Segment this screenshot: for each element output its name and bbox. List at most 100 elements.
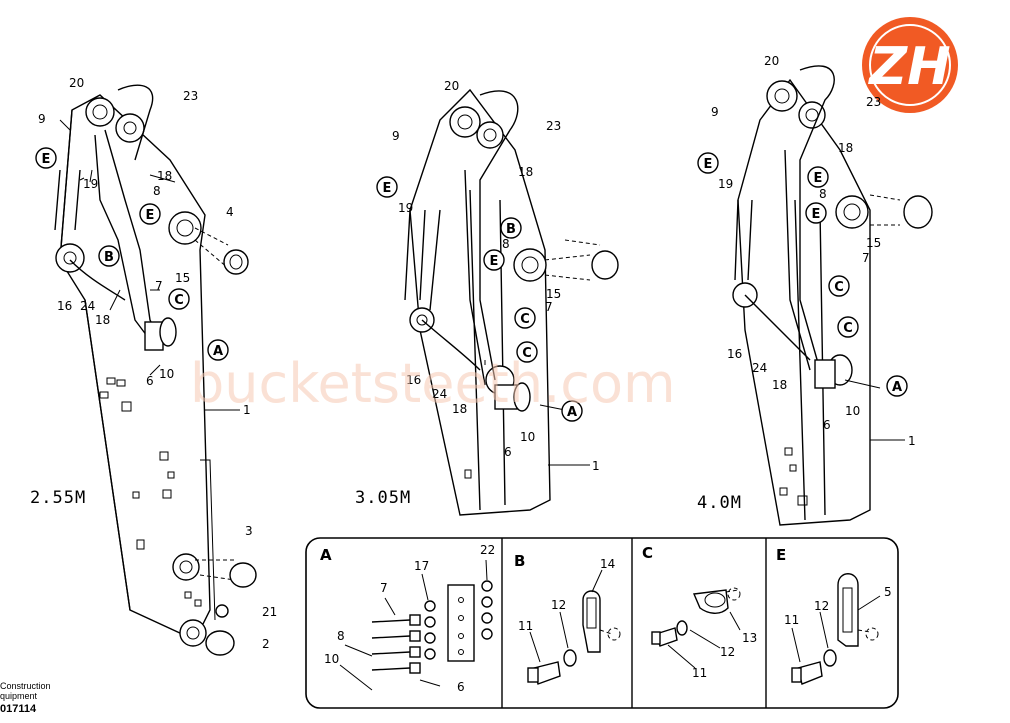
svg-text:A: A (567, 405, 577, 420)
svg-text:B: B (514, 552, 525, 570)
svg-text:6: 6 (823, 418, 831, 432)
svg-text:19: 19 (398, 201, 413, 215)
logo-text: ZH (867, 37, 950, 97)
svg-text:18: 18 (95, 313, 110, 327)
svg-text:18: 18 (838, 141, 853, 155)
svg-text:22: 22 (480, 543, 495, 557)
callout-c: E (483, 249, 505, 271)
svg-text:8: 8 (819, 187, 827, 201)
svg-text:10: 10 (324, 652, 339, 666)
svg-text:10: 10 (159, 367, 174, 381)
svg-text:6: 6 (146, 374, 154, 388)
svg-text:13: 13 (742, 631, 757, 645)
svg-text:1: 1 (592, 459, 600, 473)
footer-line-2: quipment (0, 691, 38, 701)
watermark-text: bucketsteeth.com (190, 352, 676, 415)
detail-panel-c: C 13 12 11 (642, 544, 757, 680)
svg-text:C: C (522, 346, 532, 361)
svg-text:12: 12 (720, 645, 735, 659)
callout-markers: E E B C A E B E C C A E E E C C A (35, 147, 908, 422)
brand-logo: ZH (862, 17, 958, 113)
svg-text:19: 19 (83, 177, 98, 191)
arm-view-2-55m (54, 84, 257, 656)
callout-e: C (837, 316, 859, 338)
callout-e: C (516, 341, 538, 363)
svg-text:10: 10 (845, 404, 860, 418)
footer-code: 017114 (0, 703, 37, 715)
svg-text:E: E (776, 546, 786, 564)
view-label-2-55m: 2.55M (30, 488, 86, 508)
svg-text:10: 10 (520, 430, 535, 444)
svg-text:11: 11 (692, 666, 707, 680)
svg-text:23: 23 (546, 119, 561, 133)
svg-text:E: E (383, 181, 392, 196)
callout-b: B (500, 217, 522, 239)
svg-text:16: 16 (727, 347, 742, 361)
svg-text:1: 1 (908, 434, 916, 448)
svg-text:A: A (213, 344, 223, 359)
svg-text:E: E (42, 152, 51, 167)
detail-panel-e: E 5 12 11 (776, 546, 892, 685)
svg-text:17: 17 (414, 559, 429, 573)
svg-text:B: B (104, 250, 114, 265)
svg-text:C: C (834, 280, 844, 295)
svg-text:A: A (892, 380, 902, 395)
footer-line-1: Construction (0, 681, 51, 691)
svg-text:2: 2 (262, 637, 270, 651)
svg-text:19: 19 (718, 177, 733, 191)
svg-text:E: E (704, 157, 713, 172)
callout-e: C (168, 288, 190, 310)
svg-text:15: 15 (175, 271, 190, 285)
svg-text:15: 15 (866, 236, 881, 250)
svg-text:18: 18 (518, 165, 533, 179)
svg-text:7: 7 (545, 300, 553, 314)
svg-text:5: 5 (884, 585, 892, 599)
svg-text:18: 18 (157, 169, 172, 183)
callout-e: C (828, 275, 850, 297)
svg-text:15: 15 (546, 287, 561, 301)
callout-c: E (376, 176, 398, 198)
detail-panels: A 7 17 22 8 10 6 B (305, 537, 899, 709)
svg-text:6: 6 (504, 445, 512, 459)
svg-text:9: 9 (392, 129, 400, 143)
svg-text:8: 8 (337, 629, 345, 643)
svg-text:C: C (642, 544, 653, 562)
svg-text:C: C (174, 293, 184, 308)
detail-panel-a: A 7 17 22 8 10 6 (320, 543, 495, 694)
svg-text:18: 18 (772, 378, 787, 392)
svg-text:23: 23 (866, 95, 881, 109)
callout-c: E (35, 147, 57, 169)
svg-text:7: 7 (380, 581, 388, 595)
svg-text:3: 3 (245, 524, 253, 538)
svg-text:E: E (812, 207, 821, 222)
view-label-4-0m: 4.0M (697, 493, 742, 513)
svg-text:23: 23 (183, 89, 198, 103)
svg-text:C: C (843, 321, 853, 336)
callout-b: B (98, 245, 120, 267)
svg-text:16: 16 (57, 299, 72, 313)
callout-a: A (886, 375, 908, 397)
svg-text:8: 8 (502, 237, 510, 251)
svg-text:20: 20 (444, 79, 459, 93)
svg-text:24: 24 (432, 387, 447, 401)
svg-text:1: 1 (243, 403, 251, 417)
callout-e: C (514, 307, 536, 329)
callout-c: E (805, 202, 827, 224)
part-number-labels: 20 23 9 18 19 8 4 7 15 16 24 18 10 6 1 3… (38, 54, 916, 651)
svg-text:7: 7 (862, 251, 870, 265)
callout-a: A (561, 400, 583, 422)
svg-text:18: 18 (452, 402, 467, 416)
svg-text:C: C (520, 312, 530, 327)
svg-text:16: 16 (406, 373, 421, 387)
svg-text:11: 11 (784, 613, 799, 627)
svg-text:B: B (506, 222, 516, 237)
svg-text:E: E (490, 254, 499, 269)
svg-text:8: 8 (153, 184, 161, 198)
svg-text:7: 7 (155, 279, 163, 293)
callout-a: A (207, 339, 229, 361)
svg-text:24: 24 (752, 361, 767, 375)
callout-c: E (697, 152, 719, 174)
svg-text:6: 6 (457, 680, 465, 694)
svg-text:A: A (320, 546, 332, 564)
